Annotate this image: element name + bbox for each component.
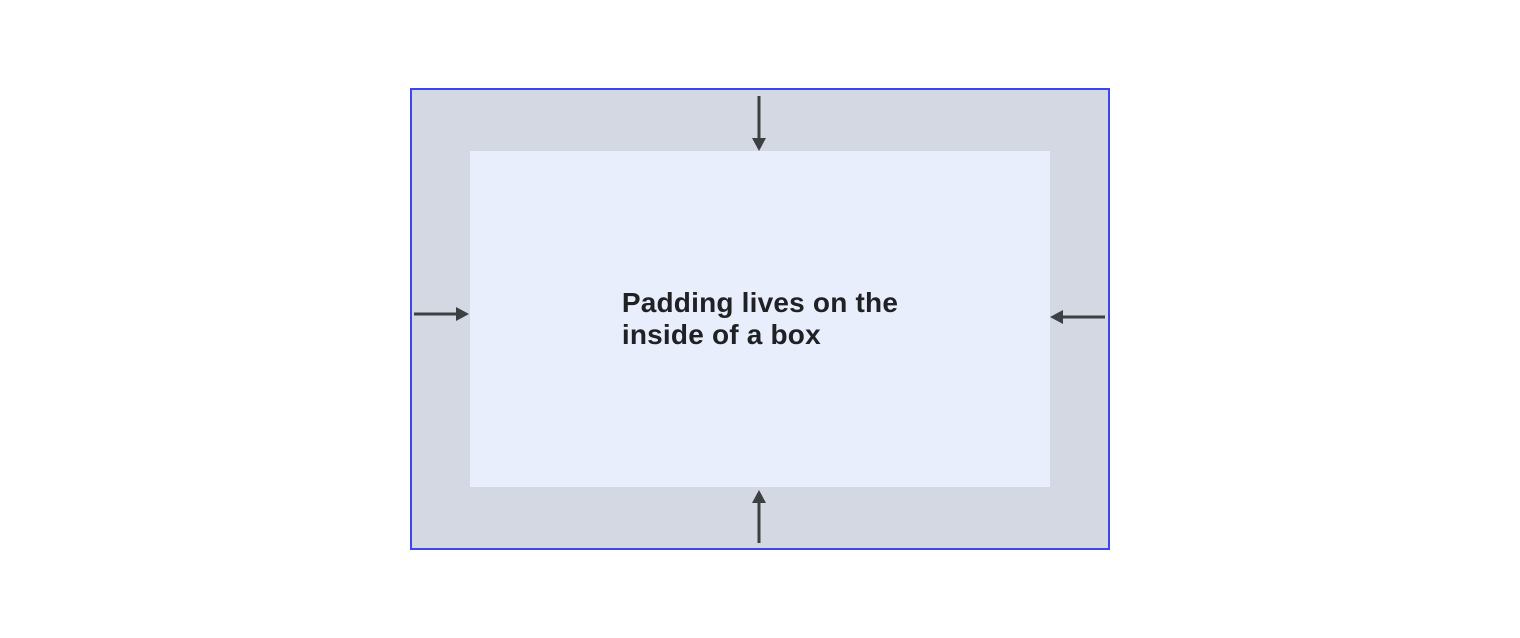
arrow-down-icon bbox=[752, 96, 766, 151]
padding-box: Padding lives on the inside of a box bbox=[410, 88, 1110, 550]
caption-line-1: Padding lives on the bbox=[621, 287, 899, 318]
caption-line-2: inside of a box bbox=[621, 319, 821, 350]
arrow-left-icon bbox=[1050, 310, 1105, 324]
padding-caption: Padding lives on the inside of a box bbox=[622, 287, 898, 351]
content-box: Padding lives on the inside of a box bbox=[470, 151, 1050, 487]
arrow-up-icon bbox=[752, 490, 766, 543]
arrow-right-icon bbox=[414, 307, 469, 321]
